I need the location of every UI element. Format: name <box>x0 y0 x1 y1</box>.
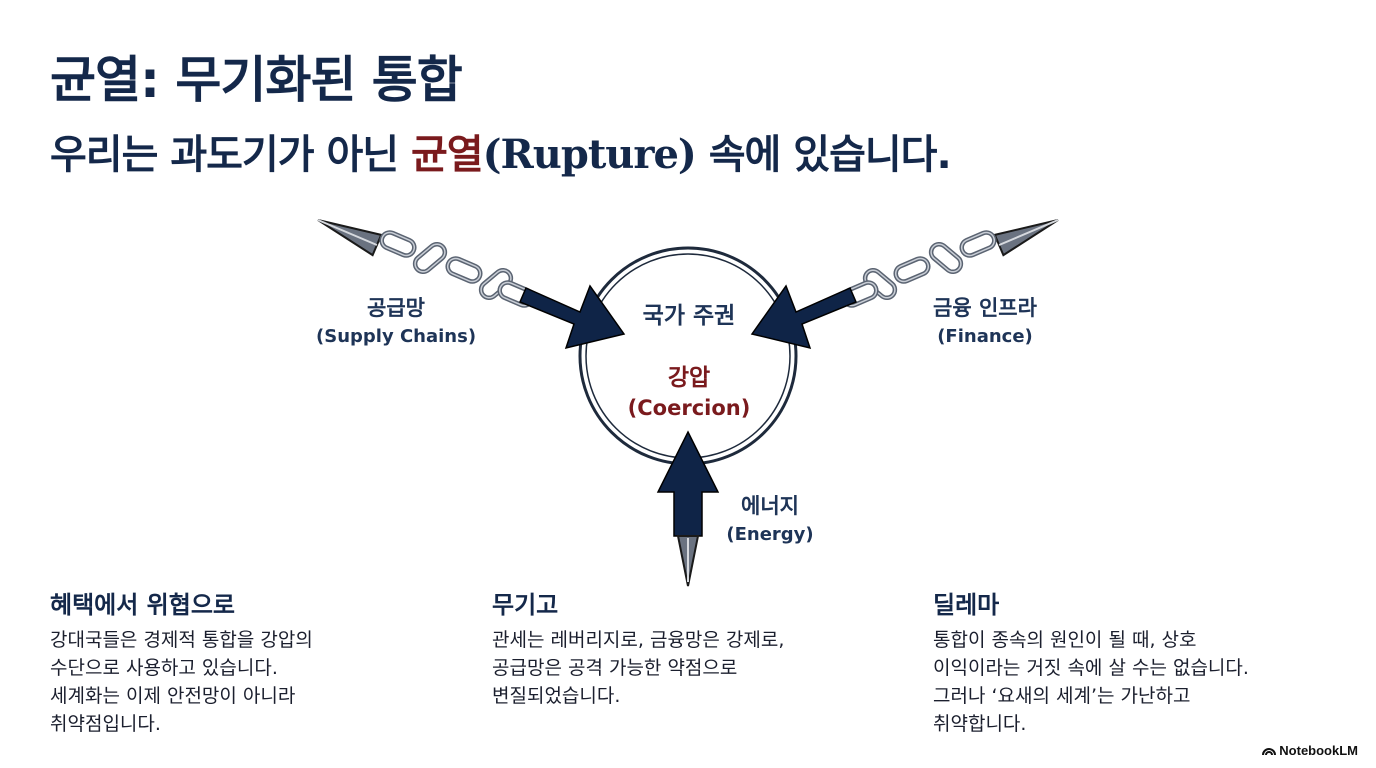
column-arsenal: 무기고 관세는 레버리지로, 금융망은 강제로, 공급망은 공격 가능한 약점으… <box>492 585 912 710</box>
spike-icon <box>312 208 383 257</box>
column-body: 관세는 레버리지로, 금융망은 강제로, 공급망은 공격 가능한 약점으로 변질… <box>492 629 785 707</box>
energy-arrow <box>656 430 720 587</box>
label-energy-en: (Energy) <box>726 524 814 545</box>
subtitle-highlight: 균열 <box>410 132 484 178</box>
column-dilemma: 딜레마 통합이 종속의 원인이 될 때, 상호 이익이라는 거짓 속에 살 수는… <box>933 585 1363 738</box>
subtitle-suffix: 속에 있습니다. <box>695 132 952 178</box>
label-energy-ko: 에너지 <box>741 494 799 518</box>
subtitle-latin: (Rupture) <box>482 131 697 178</box>
column-heading: 혜택에서 위협으로 <box>50 591 235 619</box>
brand-name: NotebookLM <box>1279 743 1358 758</box>
page-subtitle: 우리는 과도기가 아닌 균열(Rupture) 속에 있습니다. <box>50 122 952 180</box>
label-supply-chains-ko: 공급망 <box>367 296 425 320</box>
label-energy: 에너지 (Energy) <box>715 490 825 545</box>
label-supply-chains-en: (Supply Chains) <box>316 326 477 347</box>
label-finance: 금융 인프라 (Finance) <box>905 292 1065 347</box>
label-finance-ko: 금융 인프라 <box>933 296 1037 320</box>
subtitle-prefix: 우리는 과도기가 아닌 <box>50 132 411 178</box>
page-title: 균열: 무기화된 통합 <box>50 51 463 109</box>
spike-icon <box>993 208 1064 257</box>
notebooklm-brand: NotebookLM <box>1262 743 1358 758</box>
supply-chain-arrow <box>312 208 626 350</box>
column-body: 강대국들은 경제적 통합을 강압의 수단으로 사용하고 있습니다. 세계화는 이… <box>50 629 313 735</box>
column-heading: 딜레마 <box>933 591 1000 619</box>
center-label-coercion: 강압 (Coercion) <box>599 358 779 420</box>
center-label-sovereignty: 국가 주권 <box>642 303 736 329</box>
label-finance-en: (Finance) <box>937 326 1033 347</box>
column-body: 통합이 종속의 원인이 될 때, 상호 이익이라는 거짓 속에 살 수는 없습니… <box>933 629 1249 735</box>
finance-arrow <box>750 208 1064 350</box>
column-heading: 무기고 <box>492 591 559 619</box>
notebooklm-logo-icon <box>1262 748 1277 756</box>
label-supply-chains: 공급망 (Supply Chains) <box>316 292 476 347</box>
center-coercion-en: (Coercion) <box>627 396 751 420</box>
column-benefit-to-threat: 혜택에서 위협으로 강대국들은 경제적 통합을 강압의 수단으로 사용하고 있습… <box>50 585 450 738</box>
center-coercion-ko: 강압 <box>667 365 711 391</box>
spike-icon <box>676 535 700 587</box>
